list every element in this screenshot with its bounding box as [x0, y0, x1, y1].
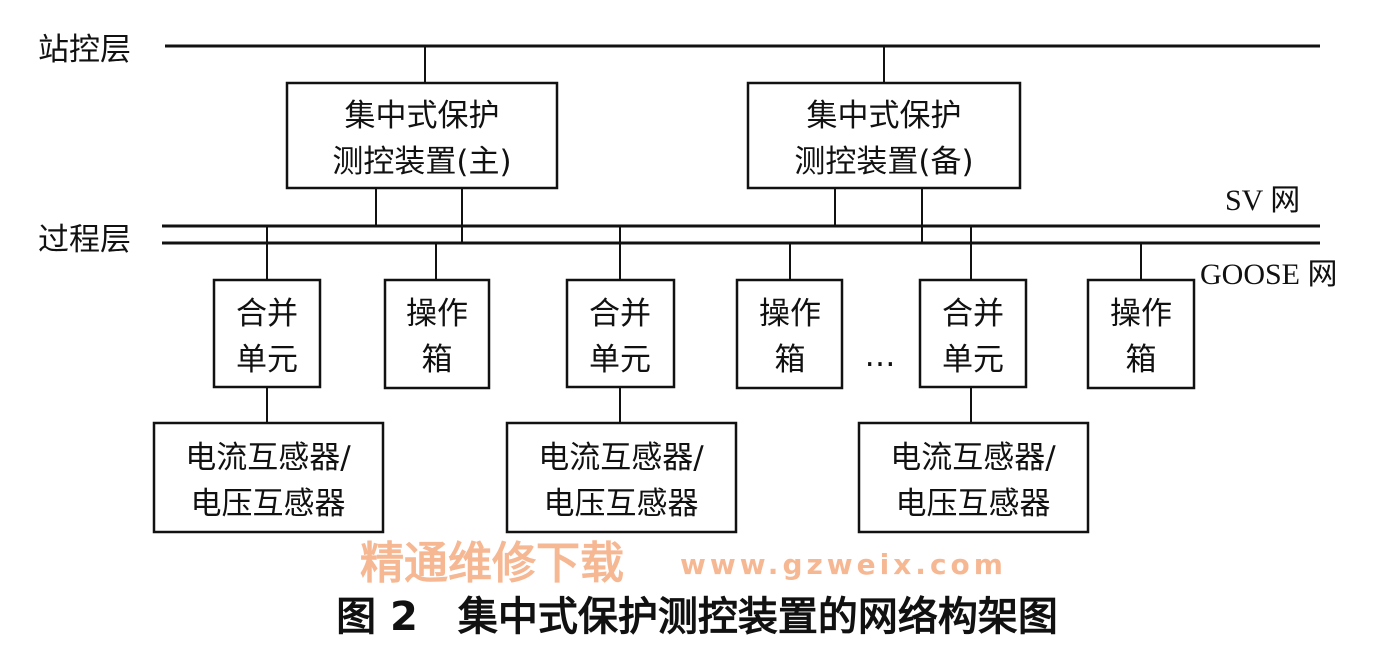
operation-box: 操作 箱	[1086, 278, 1196, 390]
goose-network-label: GOOSE 网	[1200, 258, 1338, 291]
svg-text:合并: 合并	[942, 296, 1004, 332]
svg-text:电压互感器: 电压互感器	[896, 486, 1051, 522]
main-protection-device: 集中式保护 测控装置(主)	[285, 81, 559, 190]
svg-text:箱: 箱	[1126, 342, 1157, 378]
watermark-url: www.gzweix.com	[680, 548, 1007, 581]
process-layer-label: 过程层	[38, 222, 131, 258]
svg-text:单元: 单元	[236, 342, 298, 378]
svg-text:电压互感器: 电压互感器	[191, 486, 346, 522]
svg-text:单元: 单元	[942, 342, 1004, 378]
sv-network-label: SV 网	[1225, 184, 1300, 217]
svg-text:电流互感器/: 电流互感器/	[538, 440, 704, 476]
svg-text:电压互感器: 电压互感器	[544, 486, 699, 522]
svg-text:集中式保护: 集中式保护	[807, 98, 962, 134]
svg-text:电流互感器/: 电流互感器/	[185, 440, 351, 476]
svg-text:箱: 箱	[422, 342, 453, 378]
watermark-title: 精通维修下载	[360, 538, 624, 589]
backup-protection-device: 集中式保护 测控装置(备)	[746, 81, 1022, 190]
merging-unit: 合并 单元	[918, 278, 1028, 389]
svg-text:操作: 操作	[406, 296, 468, 332]
figure-caption: 图 2 集中式保护测控装置的网络构架图	[336, 594, 1058, 640]
svg-text:单元: 单元	[589, 342, 651, 378]
svg-text:箱: 箱	[775, 342, 806, 378]
current-voltage-transformer: 电流互感器/ 电压互感器	[505, 421, 738, 534]
station-layer-label: 站控层	[38, 32, 131, 68]
svg-text:操作: 操作	[1110, 296, 1172, 332]
operation-box: 操作 箱	[383, 278, 491, 390]
current-voltage-transformer: 电流互感器/ 电压互感器	[152, 421, 385, 534]
svg-text:集中式保护: 集中式保护	[345, 98, 500, 134]
operation-box: 操作 箱	[735, 278, 844, 390]
ellipsis: …	[865, 338, 896, 374]
svg-text:合并: 合并	[236, 296, 298, 332]
merging-unit: 合并 单元	[565, 278, 676, 389]
connectors	[266, 46, 1142, 423]
svg-text:电流互感器/: 电流互感器/	[890, 440, 1056, 476]
svg-text:测控装置(主): 测控装置(主)	[332, 144, 511, 180]
svg-text:合并: 合并	[589, 296, 651, 332]
current-voltage-transformer: 电流互感器/ 电压互感器	[857, 421, 1090, 534]
merging-unit: 合并 单元	[212, 278, 322, 389]
svg-text:测控装置(备): 测控装置(备)	[794, 144, 973, 180]
svg-text:操作: 操作	[759, 296, 821, 332]
